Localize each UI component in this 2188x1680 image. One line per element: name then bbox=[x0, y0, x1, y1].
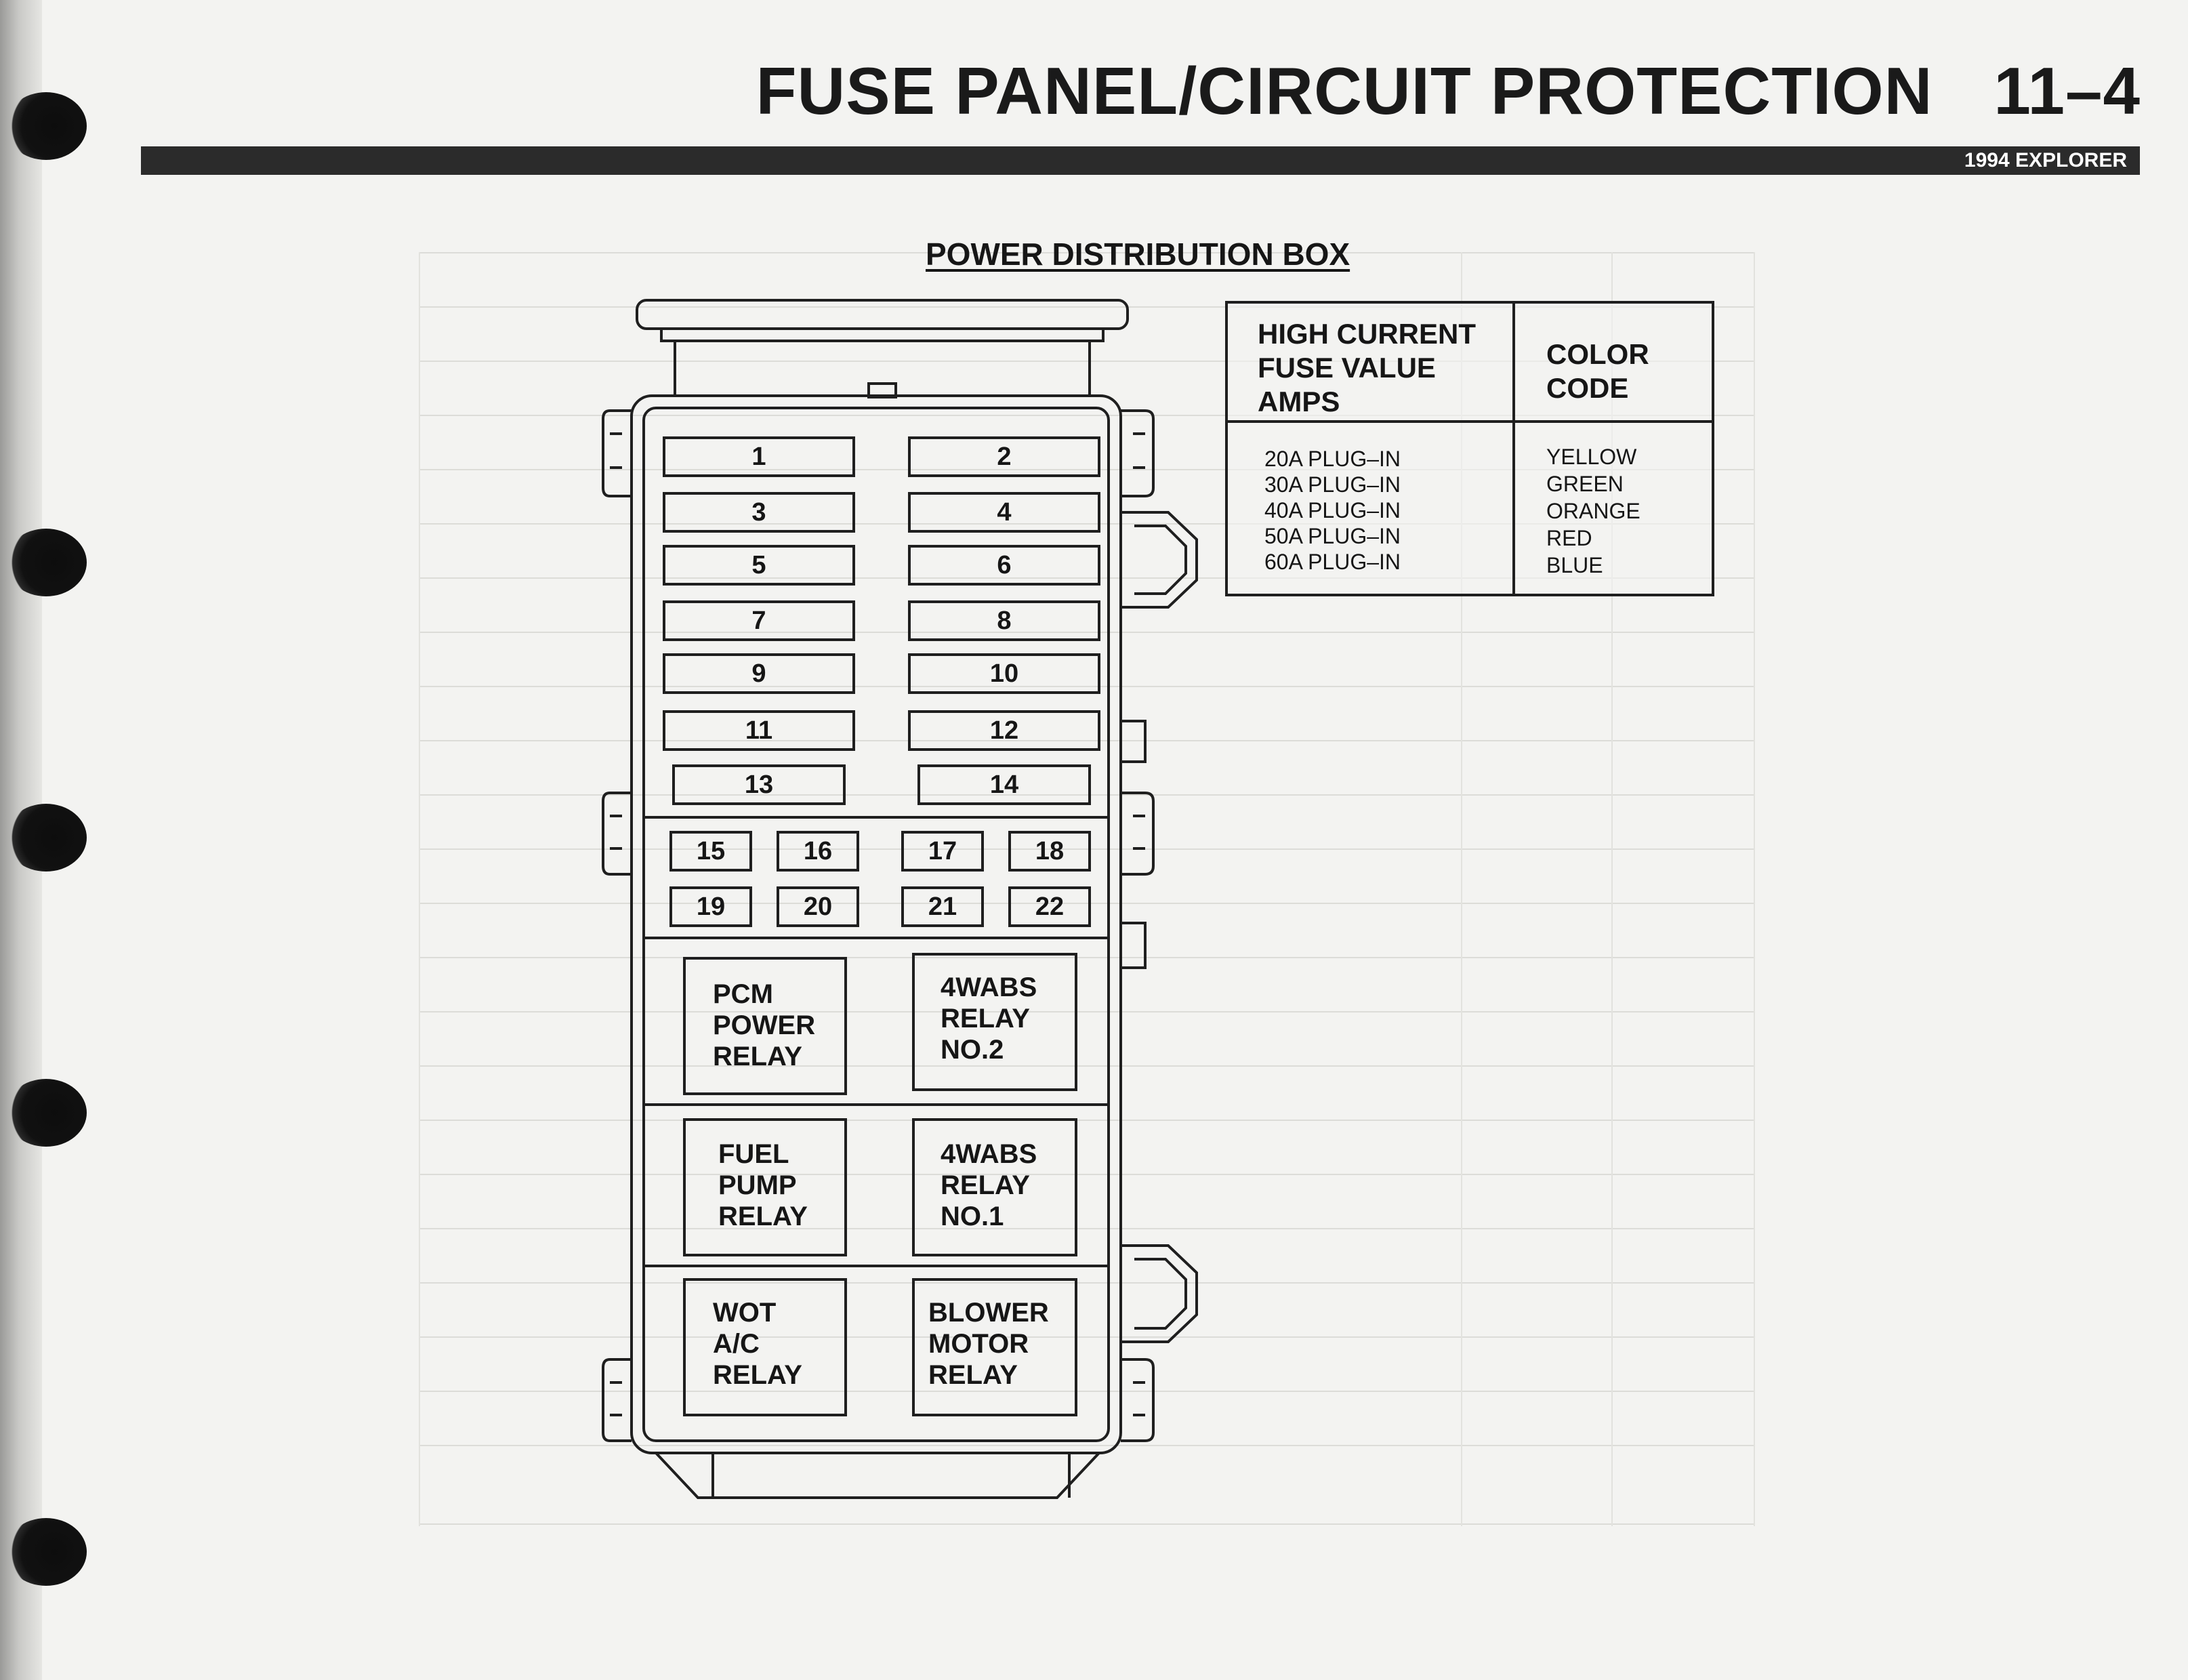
fuse-slot-9 bbox=[663, 653, 855, 694]
fuse-slot-17 bbox=[901, 831, 984, 872]
relay-blower-motor bbox=[912, 1278, 1077, 1416]
relay-pcm-power bbox=[683, 957, 847, 1095]
header-bar bbox=[141, 146, 2140, 175]
punch-hole bbox=[5, 804, 87, 872]
table-header-color-code: COLOR CODE bbox=[1546, 338, 1649, 404]
fuse-label-6: 6 bbox=[997, 551, 1012, 579]
fuse-label-14: 14 bbox=[989, 771, 1019, 799]
fuse-label-15: 15 bbox=[696, 837, 726, 865]
side-connector bbox=[1121, 511, 1198, 609]
page-number: 11–4 bbox=[1994, 54, 2141, 128]
header-subtitle: 1994 EXPLORER bbox=[1957, 148, 2134, 173]
box-body-inner bbox=[642, 407, 1110, 1442]
punch-hole bbox=[5, 529, 87, 596]
relay-label-4wabs-no2: 4WABS RELAY NO.2 bbox=[941, 972, 1037, 1065]
fuse-slot-19 bbox=[669, 886, 752, 927]
table-row-divider bbox=[1228, 420, 1712, 423]
fuse-slot-8 bbox=[908, 600, 1100, 641]
table-column-divider bbox=[1512, 304, 1515, 594]
table-cell: ORANGE bbox=[1546, 499, 1640, 523]
table-column-colors: YELLOW GREEN ORANGE RED BLUE bbox=[1546, 443, 1640, 579]
relay-4wabs-no2 bbox=[912, 953, 1077, 1091]
fuse-slot-12 bbox=[908, 710, 1100, 751]
relay-4wabs-no1 bbox=[912, 1118, 1077, 1256]
fuse-slot-7 bbox=[663, 600, 855, 641]
table-cell: 20A PLUG–IN bbox=[1264, 447, 1401, 471]
fuse-label-9: 9 bbox=[751, 659, 766, 688]
fuse-label-7: 7 bbox=[751, 607, 766, 635]
fuse-slot-6 bbox=[908, 545, 1100, 586]
fuse-label-3: 3 bbox=[751, 498, 766, 527]
fuse-label-5: 5 bbox=[751, 551, 766, 579]
table-cell: YELLOW bbox=[1546, 445, 1637, 469]
color-code-table: HIGH CURRENT FUSE VALUE AMPS COLOR CODE … bbox=[1225, 301, 1714, 596]
diagram-title: POWER DISTRIBUTION BOX bbox=[926, 237, 1350, 272]
table-header-fuse-value: HIGH CURRENT FUSE VALUE AMPS bbox=[1258, 318, 1476, 417]
page-title-text: FUSE PANEL/CIRCUIT PROTECTION bbox=[756, 54, 1933, 128]
relay-label-blower-motor: BLOWER MOTOR RELAY bbox=[928, 1298, 1049, 1390]
fuse-label-4: 4 bbox=[997, 498, 1012, 527]
punch-hole bbox=[5, 92, 87, 160]
fuse-label-19: 19 bbox=[696, 893, 726, 921]
fuse-slot-3 bbox=[663, 492, 855, 533]
fuse-slot-20 bbox=[777, 886, 859, 927]
fuse-slot-21 bbox=[901, 886, 984, 927]
fuse-label-2: 2 bbox=[997, 443, 1012, 471]
punch-hole bbox=[5, 1518, 87, 1586]
fuse-label-12: 12 bbox=[989, 716, 1019, 745]
fuse-label-21: 21 bbox=[928, 893, 957, 921]
relay-label-fuel-pump: FUEL PUMP RELAY bbox=[718, 1139, 808, 1231]
table-cell: BLUE bbox=[1546, 553, 1603, 577]
fuse-slot-4 bbox=[908, 492, 1100, 533]
relay-label-pcm-power: PCM POWER RELAY bbox=[713, 979, 816, 1071]
fuse-label-17: 17 bbox=[928, 837, 957, 865]
fuse-label-20: 20 bbox=[803, 893, 833, 921]
relay-fuel-pump bbox=[683, 1118, 847, 1256]
relay-wot-ac bbox=[683, 1278, 847, 1416]
fuse-slot-1 bbox=[663, 436, 855, 477]
side-connector bbox=[1121, 1244, 1198, 1343]
table-cell: 60A PLUG–IN bbox=[1264, 550, 1401, 574]
fuse-label-1: 1 bbox=[751, 443, 766, 471]
table-column-fuse-values: 20A PLUG–IN 30A PLUG–IN 40A PLUG–IN 50A … bbox=[1264, 446, 1401, 575]
box-lid bbox=[636, 299, 1129, 330]
fuse-slot-22 bbox=[1008, 886, 1091, 927]
fuse-label-10: 10 bbox=[989, 659, 1019, 688]
fuse-slot-16 bbox=[777, 831, 859, 872]
fuse-slot-2 bbox=[908, 436, 1100, 477]
fuse-label-22: 22 bbox=[1035, 893, 1065, 921]
fuse-slot-10 bbox=[908, 653, 1100, 694]
relay-label-wot-ac: WOT A/C RELAY bbox=[713, 1298, 802, 1390]
fuse-label-8: 8 bbox=[997, 607, 1012, 635]
box-lid-lip bbox=[660, 327, 1105, 342]
fuse-slot-15 bbox=[669, 831, 752, 872]
fuse-label-16: 16 bbox=[803, 837, 833, 865]
table-cell: 30A PLUG–IN bbox=[1264, 472, 1401, 497]
page-title: FUSE PANEL/CIRCUIT PROTECTION 11–4 bbox=[756, 53, 2141, 129]
table-cell: RED bbox=[1546, 526, 1592, 550]
fuse-slot-11 bbox=[663, 710, 855, 751]
fuse-slot-5 bbox=[663, 545, 855, 586]
fuse-slot-18 bbox=[1008, 831, 1091, 872]
fuse-label-18: 18 bbox=[1035, 837, 1065, 865]
fuse-label-13: 13 bbox=[744, 771, 774, 799]
table-cell: 40A PLUG–IN bbox=[1264, 498, 1401, 523]
bleed-through-grid bbox=[419, 252, 1755, 1526]
punch-hole bbox=[5, 1079, 87, 1147]
fuse-slot-13 bbox=[672, 764, 846, 805]
table-cell: GREEN bbox=[1546, 472, 1624, 496]
table-cell: 50A PLUG–IN bbox=[1264, 524, 1401, 548]
fuse-slot-14 bbox=[917, 764, 1091, 805]
relay-label-4wabs-no1: 4WABS RELAY NO.1 bbox=[941, 1139, 1037, 1231]
box-foot bbox=[655, 1452, 1100, 1499]
fuse-label-11: 11 bbox=[745, 716, 773, 745]
